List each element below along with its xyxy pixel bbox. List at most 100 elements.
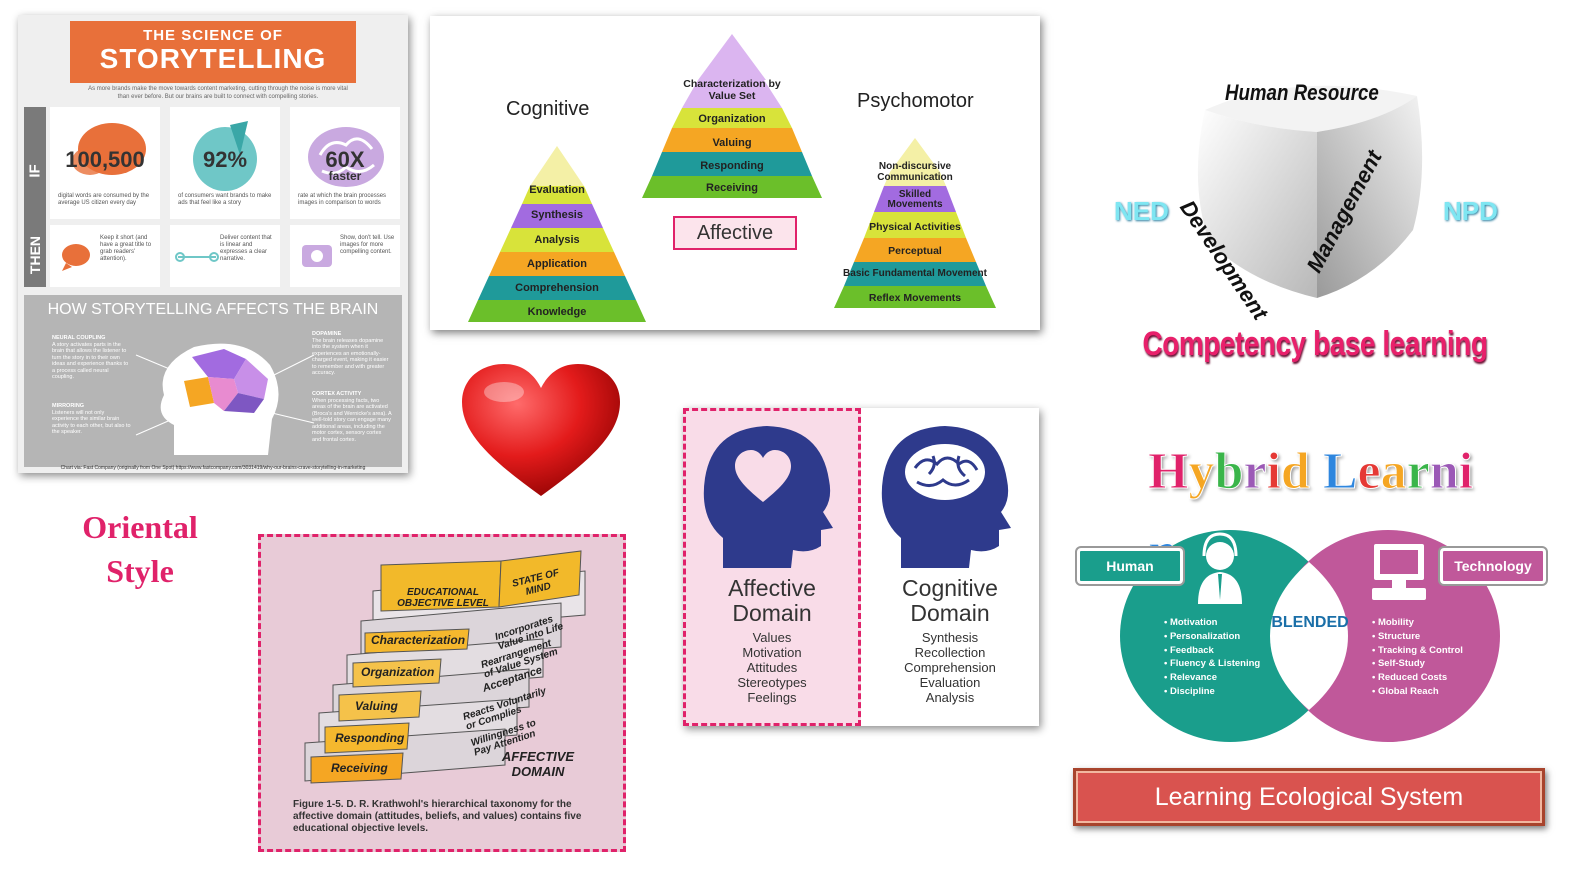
npd-label: NPD [1443,196,1498,226]
cognitive-tier: Synthesis [531,209,583,221]
hybrid-title-letter: y [1188,443,1215,501]
stat-card-consumers: 92% of consumers want brands to make ads… [170,107,280,219]
hybrid-title-letter: a [1380,443,1407,501]
cognitive-tier: Analysis [534,234,580,246]
affective-domain-label: AFFECTIVE DOMAIN [501,749,575,779]
krathwohl-taxonomy-panel: EDUCATIONAL OBJECTIVE LEVEL STATE OF MIN… [258,534,626,852]
storytelling-banner: THE SCIENCE OF STORYTELLING [70,21,356,83]
psychomotor-tier: Skilled Movements [887,189,943,210]
human-tag: Human [1077,548,1183,584]
affective-tier: Characterization by Value Set [683,78,781,102]
computer-monitor-icon [1372,544,1426,600]
affective-tier: Valuing [712,137,752,149]
brain-icon [308,127,384,187]
hybrid-title-letter: b [1214,443,1244,501]
then-text: Deliver content that is linear and expre… [220,235,272,262]
hybrid-title-letter: r [1243,443,1267,501]
technology-tag: Technology [1440,548,1546,584]
taxonomy-pyramids-panel: Cognitive Psychomotor Affective Evaluati… [430,16,1040,330]
heart-icon [462,364,620,496]
storytelling-title: STORYTELLING [99,43,327,74]
stat-number: 92% [202,147,248,172]
then-text: Keep it short (and have a great title to… [100,235,152,262]
brain-symbol-icon [905,444,985,500]
then-side-label: THEN [24,223,46,287]
level-characterization: Characterization [371,633,466,647]
learning-ecological-system-banner: Learning Ecological System [1073,768,1545,826]
stat-card-images: 60X faster rate at which the brain proce… [290,107,400,219]
blended-label: BLENDED [1271,614,1349,631]
chat-icon [62,244,90,271]
psychomotor-label: Psychomotor [857,90,974,112]
hr-dice-graphic: Human Resource Development Management [1175,62,1435,324]
technology-list: • Mobility • Structure • Tracking & Cont… [1372,617,1463,697]
head-brain-illustration [135,343,315,455]
affective-label: Affective [673,216,797,250]
dice-icon [1197,85,1423,298]
cognitive-tier: Application [527,258,587,270]
heart-symbol-icon [735,450,791,502]
objective-level-header: EDUCATIONAL OBJECTIVE LEVEL [397,587,489,609]
psychomotor-tier: Physical Activities [869,221,961,233]
hybrid-title-letter: d [1280,443,1310,501]
hybrid-learning-title: Hybrid Learning [1147,432,1478,581]
dice-top-text: Human Resource [1225,80,1379,105]
stat-sub: faster [328,169,362,183]
timeline-icon [175,252,219,262]
psychomotor-tier: Reflex Movements [868,292,962,304]
stat-number: 100,500 [65,147,145,172]
affective-tier: Responding [700,160,764,172]
hybrid-title-letter: r [1406,443,1430,501]
hybrid-title-letter: H [1147,443,1189,501]
competency-caption: Competency base learning [1142,325,1488,363]
psychomotor-tier: Non-discursive Communication [877,161,953,183]
staircase-drawing [304,550,586,784]
then-card-short: Keep it short (and have a great title to… [50,225,160,287]
affective-tier: Receiving [706,182,758,194]
then-card-linear: Deliver content that is linear and expre… [170,225,280,287]
affective-tier: Organization [698,113,766,125]
brain-heading: HOW STORYTELLING AFFECTS THE BRAIN [47,301,379,318]
hybrid-title-letter: n [1429,443,1459,501]
level-valuing: Valuing [355,699,398,713]
cognitive-label: Cognitive [506,98,590,120]
hybrid-title-letter: e [1357,443,1381,501]
then-text: Show, don't tell. Use images for more co… [340,235,395,255]
psychomotor-tier: Basic Fundamental Movement [843,268,987,279]
human-list: • Motivation • Personalization • Feedbac… [1164,617,1261,697]
ned-label: NED [1114,196,1169,226]
speech-bubble-icon [72,123,146,175]
storytelling-credit: Chart via: Fast Company (originally from… [60,465,366,471]
storytelling-title-top: THE SCIENCE OF [143,27,283,44]
pyramids-drawing [468,34,996,322]
level-organization: Organization [361,665,435,679]
cognitive-tier: Knowledge [527,306,587,318]
stat-card-words: 100,500 digital words are consumed by th… [50,107,160,219]
stat-description: of consumers want brands to make ads tha… [178,193,272,206]
krathwohl-caption: Figure 1-5. D. R. Krathwohl's hierarchic… [293,799,582,834]
stat-number: 60X [325,147,365,172]
psychomotor-tier: Perceptual [888,245,942,257]
cognitive-tier: Evaluation [529,184,585,196]
brain-panel: HOW STORYTELLING AFFECTS THE BRAIN NEURA… [24,295,402,467]
if-side-label: IF [24,107,46,235]
stat-description: digital words are consumed by the averag… [58,193,150,206]
storytelling-intro: As more brands make the move towards con… [88,86,348,100]
cognitive-tier: Comprehension [515,282,599,294]
level-receiving: Receiving [331,761,388,775]
level-responding: Responding [335,731,405,745]
hybrid-title-letter: L [1322,443,1358,501]
domain-heads [703,426,1011,568]
hybrid-title-letter [1310,432,1323,512]
oriental-line-1: Oriental [82,509,198,545]
hybrid-title-letter: i [1458,443,1474,501]
pie-chart-icon [193,121,257,191]
then-card-images: Show, don't tell. Use images for more co… [290,225,400,287]
